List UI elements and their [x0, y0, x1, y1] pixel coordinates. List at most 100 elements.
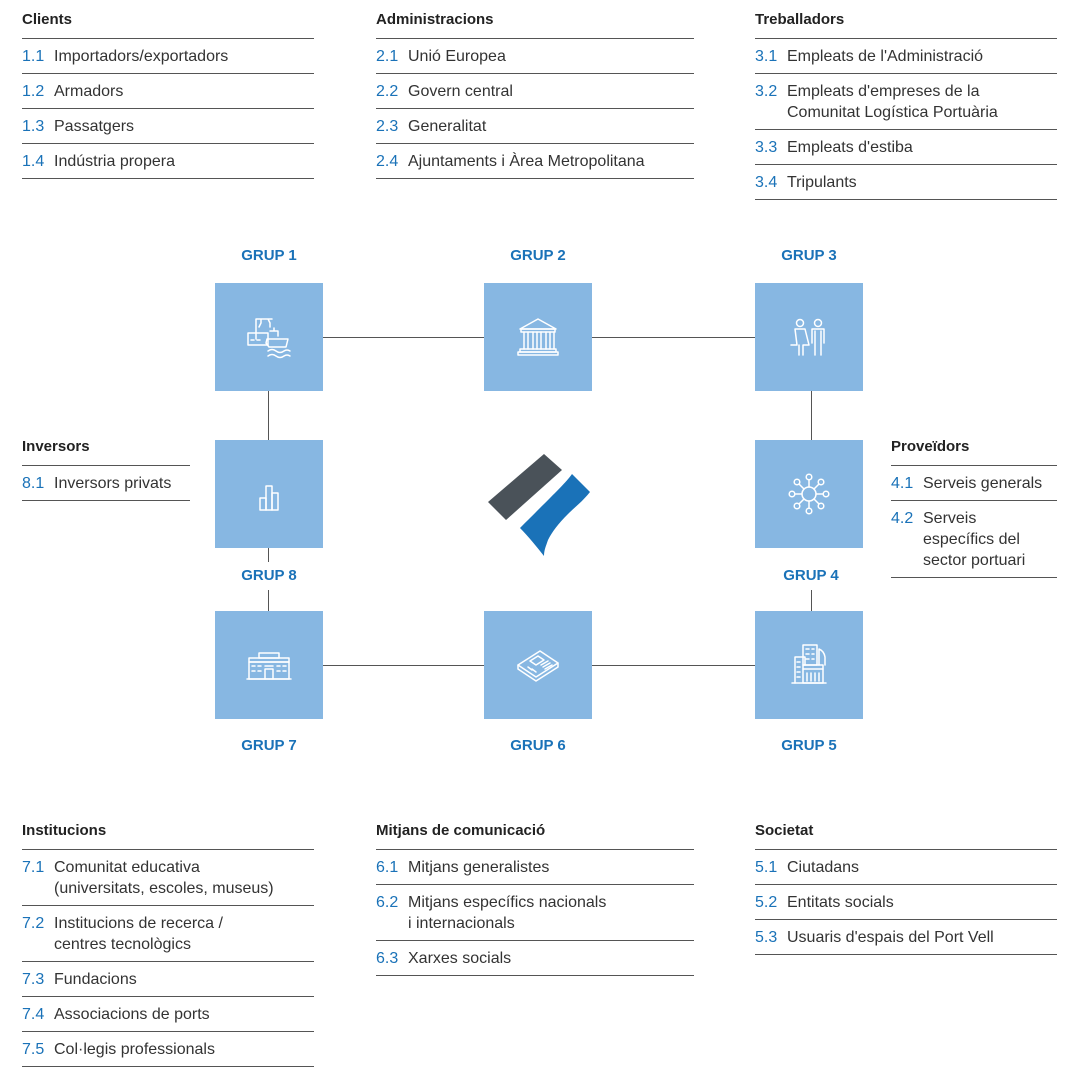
item-number: 3.4 — [755, 174, 778, 191]
item-number: 1.3 — [22, 118, 45, 135]
logo-dark-stripe — [488, 454, 562, 520]
list-item: 3.2 Empleats d'empreses de la Comunitat L… — [755, 74, 1057, 130]
item-text: Importadors/exportadors — [54, 48, 229, 65]
item-number: 3.3 — [755, 139, 778, 156]
list-item: 8.1 Inversors privats — [22, 466, 190, 501]
item-text: Ajuntaments i Àrea Metropolitana — [408, 153, 645, 170]
grup-6-box — [484, 611, 592, 719]
item-text: Govern central — [408, 83, 513, 100]
group-title: Administracions — [376, 2, 694, 39]
connector-line — [268, 590, 269, 611]
connector-line — [811, 590, 812, 611]
port-crane-ship-icon — [247, 318, 291, 359]
grup-8-box — [215, 440, 323, 548]
group-title: Inversors — [22, 429, 190, 466]
item-text: Associacions de ports — [54, 1006, 210, 1023]
item-number: 1.1 — [22, 48, 45, 65]
grup-2-box — [484, 283, 592, 391]
list-item: 1.1 Importadors/exportadors — [22, 39, 314, 74]
grup-label-7: GRUP 7 — [241, 737, 297, 754]
item-text: Indústria propera — [54, 153, 175, 170]
grup-5-box — [755, 611, 863, 719]
connector-line — [592, 337, 755, 338]
item-text: Serveis específics del sector portuari — [923, 510, 1026, 569]
grup-label-2: GRUP 2 — [510, 247, 566, 264]
bar-chart-icon — [259, 485, 279, 511]
item-text: Institucions de recerca / centres tecnol… — [54, 915, 223, 953]
group-title: Treballadors — [755, 2, 1057, 39]
office-buildings-icon — [791, 644, 827, 684]
item-number: 3.2 — [755, 83, 778, 100]
grup-label-8: GRUP 8 — [241, 567, 297, 584]
item-number: 5.1 — [755, 859, 778, 876]
item-number: 5.3 — [755, 929, 778, 946]
government-building-icon — [517, 318, 559, 356]
item-number: 1.4 — [22, 153, 45, 170]
item-text: Ciutadans — [787, 859, 860, 876]
grup-label-5: GRUP 5 — [781, 737, 837, 754]
institution-building-icon — [246, 652, 292, 680]
item-text: Empleats de l'Administració — [787, 48, 984, 65]
item-text: Mitjans generalistes — [408, 859, 550, 876]
item-text: Tripulants — [787, 174, 857, 191]
item-number: 4.2 — [891, 510, 914, 527]
grup-7-box — [215, 611, 323, 719]
port-logo-icon — [488, 454, 590, 556]
network-icon — [788, 473, 830, 515]
connector-line — [268, 548, 269, 562]
list-item: 5.1 Ciutadans — [755, 850, 1057, 885]
item-number: 4.1 — [891, 475, 914, 492]
item-number: 8.1 — [22, 475, 45, 492]
item-text: Entitats socials — [787, 894, 894, 911]
item-text: Fundacions — [54, 971, 137, 988]
item-number: 7.4 — [22, 1006, 45, 1023]
group-title: Societat — [755, 813, 1057, 850]
connector-line — [268, 391, 269, 440]
group-list: 8.1 Inversors privats — [22, 466, 190, 501]
item-text: Empleats d'empreses de la Comunitat Logí… — [787, 83, 998, 121]
item-number: 6.2 — [376, 894, 399, 911]
item-number: 7.2 — [22, 915, 45, 932]
grup-4-box — [755, 440, 863, 548]
item-text: Inversors privats — [54, 475, 172, 492]
item-text: Comunitat educativa (universitats, escol… — [54, 859, 274, 897]
connector-line — [323, 337, 484, 338]
list-item: 4.2 Serveis específics del sector portuar… — [891, 501, 1057, 578]
workers-icon — [790, 318, 825, 356]
connector-line — [323, 665, 484, 666]
item-text: Mitjans específics nacionals i internaci… — [408, 894, 607, 932]
item-text: Xarxes socials — [408, 950, 512, 967]
list-item: 1.4 Indústria propera — [22, 144, 314, 179]
item-number: 2.4 — [376, 153, 399, 170]
connector-line — [811, 391, 812, 440]
group-title: Clients — [22, 2, 314, 39]
grup-label-6: GRUP 6 — [510, 737, 566, 754]
connector-line — [592, 665, 755, 666]
newspaper-icon — [517, 650, 559, 682]
list-item: 7.4 Associacions de ports — [22, 997, 314, 1032]
